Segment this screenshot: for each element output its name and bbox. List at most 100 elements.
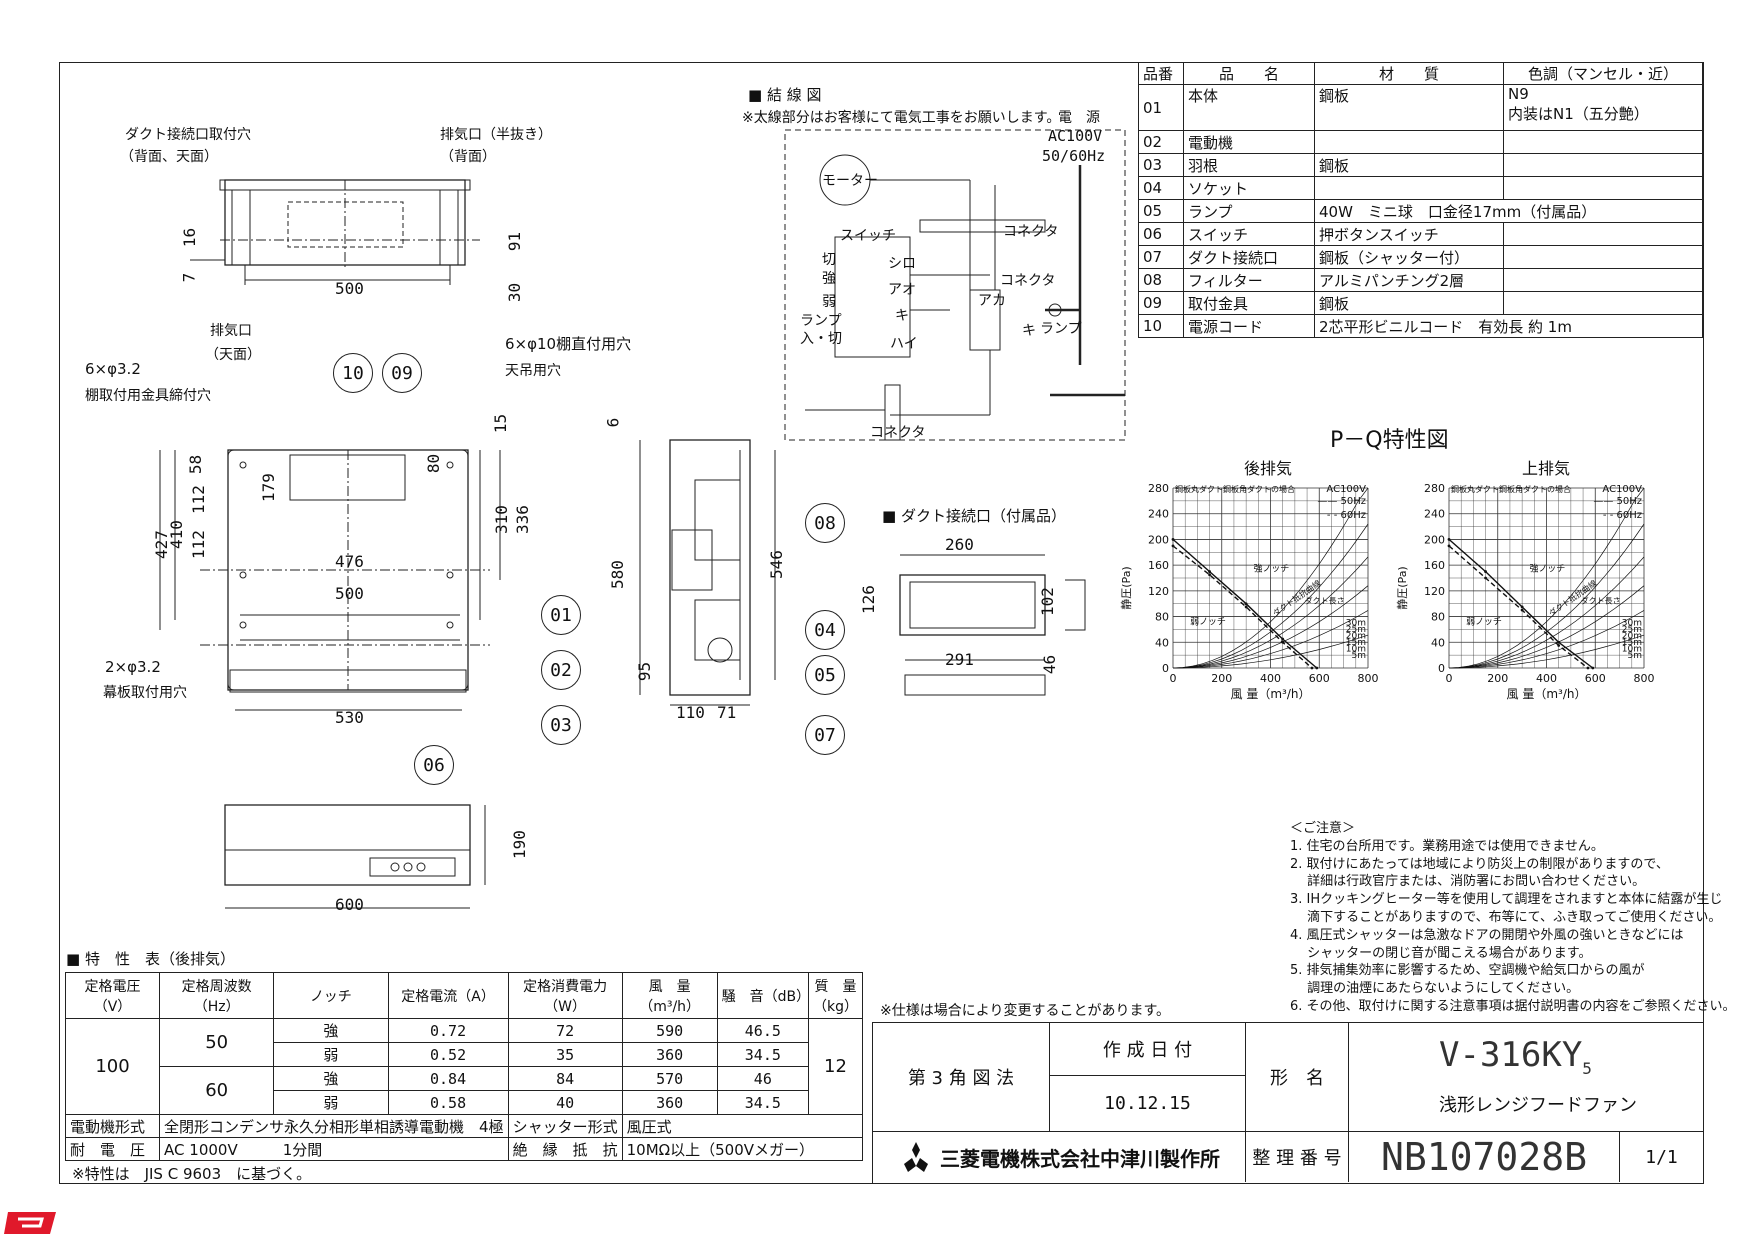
x-tick-label: 0 xyxy=(1446,672,1453,685)
notch-strong-label: 強ノッチ xyxy=(1253,563,1289,575)
y-tick-label: 0 xyxy=(1438,662,1445,675)
part-color xyxy=(1503,268,1703,292)
wiring-label-hai: ハイ xyxy=(890,336,918,352)
duct-length-label: 10m xyxy=(1346,644,1366,654)
part-no: 10 xyxy=(1138,314,1184,338)
wiring-label-onoff: 入・切 xyxy=(800,331,842,347)
wiring-connector-3: コネクタ xyxy=(870,425,926,441)
parts-header-name: 品 名 xyxy=(1183,62,1315,85)
spec-withstand-label: 耐 電 圧 xyxy=(64,1137,161,1161)
dim-291: 291 xyxy=(945,650,974,669)
legend-50hz: —— 50Hz xyxy=(1317,496,1366,507)
duct-note: 鋼板丸ダクト鋼板角ダクトの場合 xyxy=(1175,484,1295,494)
series-point xyxy=(1171,538,1175,541)
series-point xyxy=(1281,637,1285,641)
model-base: V-316KY xyxy=(1439,1035,1583,1075)
spec-header-flow: 風 量（m³/h） xyxy=(621,972,718,1019)
y-tick-label: 80 xyxy=(1155,611,1169,624)
spec-power: 72 xyxy=(507,1018,623,1043)
wiring-motor: モーター xyxy=(822,173,878,189)
model-label: 形 名 xyxy=(1246,1023,1349,1132)
part-name: 電動機 xyxy=(1183,130,1315,154)
part-color xyxy=(1503,291,1703,315)
y-tick-label: 0 xyxy=(1162,662,1169,675)
duct-length-title: ダクト長さ xyxy=(1581,596,1621,606)
duct-length-label: 25m xyxy=(1346,625,1366,635)
wiring-diagram xyxy=(784,129,1126,441)
spec-shutter-value: 風圧式 xyxy=(621,1114,864,1138)
part-no: 03 xyxy=(1138,153,1184,177)
wiring-label-shiro: シロ xyxy=(888,256,916,272)
part-name: 電源コード xyxy=(1183,314,1315,338)
part-no: 01 xyxy=(1138,84,1184,131)
dim-top-30: 30 xyxy=(505,282,525,303)
duct-length-label: 30m xyxy=(1346,619,1366,629)
duct-curve xyxy=(1448,487,1645,669)
duct-length-label: 10m xyxy=(1622,644,1642,654)
note-item: 3. IHクッキングヒーター等を使用して調理をされますと本体に結露が生じ xyxy=(1290,892,1723,908)
series-point xyxy=(1591,666,1595,670)
y-tick-label: 120 xyxy=(1148,585,1169,598)
part-no: 08 xyxy=(1138,268,1184,292)
label-exhaust-back: （背面） xyxy=(440,149,496,165)
bubble-02: 02 xyxy=(541,650,581,690)
duct-connector-title: ■ ダクト接続口（付属品） xyxy=(882,507,1066,525)
y-tick-label: 120 xyxy=(1424,585,1445,598)
duct-length-label: 5m xyxy=(1352,651,1367,661)
company-name: 三菱電機株式会社中津川製作所 xyxy=(940,1146,1220,1171)
wiring-label-lamp: ランプ xyxy=(800,313,842,329)
y-axis-label: 静圧(Pa) xyxy=(1395,566,1409,609)
doc-label: 整 理 番 号 xyxy=(1246,1132,1349,1182)
dim-336: 336 xyxy=(512,505,532,534)
series-point xyxy=(1315,666,1319,670)
duct-curve xyxy=(1172,634,1369,669)
series-point xyxy=(1447,538,1451,541)
part-name: ランプ xyxy=(1183,199,1315,223)
part-material: アルミパンチング2層 xyxy=(1314,268,1504,292)
dim-126: 126 xyxy=(858,585,878,614)
dim-58: 58 xyxy=(186,454,206,475)
wiring-connector-2: コネクタ xyxy=(1000,273,1056,289)
x-tick-label: 600 xyxy=(1585,672,1606,685)
series-point xyxy=(1484,576,1487,580)
spec-hz-60: 60 xyxy=(159,1066,275,1115)
y-tick-label: 240 xyxy=(1148,508,1169,521)
label-hole-2x32-sub: 幕板取付用穴 xyxy=(103,685,187,701)
x-tick-label: 400 xyxy=(1536,672,1557,685)
spec-power: 40 xyxy=(507,1090,623,1115)
dim-476: 476 xyxy=(335,552,364,571)
part-material: 鋼板 xyxy=(1314,84,1504,131)
duct-length-label: 20m xyxy=(1622,632,1642,642)
spec-notch: 強 xyxy=(273,1018,389,1043)
y-tick-label: 280 xyxy=(1148,482,1169,495)
part-name: 羽根 xyxy=(1183,153,1315,177)
part-name: 取付金具 xyxy=(1183,291,1315,315)
duct-connector-drawing xyxy=(899,554,1086,696)
series-point xyxy=(1208,573,1211,577)
duct-curve xyxy=(1172,585,1369,669)
dim-71: 71 xyxy=(717,703,737,722)
spec-flow: 570 xyxy=(621,1066,718,1091)
spec-notch: 弱 xyxy=(273,1042,389,1067)
top-view-drawing xyxy=(190,179,480,285)
series-point xyxy=(1520,605,1524,609)
dim-410: 410 xyxy=(166,520,186,549)
duct-curve xyxy=(1448,610,1645,669)
wiring-title: ■ 結 線 図 xyxy=(748,86,822,104)
wiring-label-jaku: 弱 xyxy=(822,294,836,310)
corner-logo-icon xyxy=(4,1212,56,1234)
spec-noise: 46.5 xyxy=(716,1018,810,1043)
series-point xyxy=(1244,602,1248,606)
y-axis-label: 静圧(Pa) xyxy=(1119,566,1133,609)
notes-block: ＜ご注意＞ 1. 住宅の台所用です。業務用途では使用できません。 2. 取付けに… xyxy=(1290,820,1736,1016)
wiring-power-freq: 50/60Hz xyxy=(1042,147,1106,165)
bubble-04: 04 xyxy=(805,610,845,650)
x-tick-label: 200 xyxy=(1487,672,1508,685)
part-no: 04 xyxy=(1138,176,1184,200)
dim-600: 600 xyxy=(335,895,364,914)
date-label: 作 成 日 付 xyxy=(1050,1023,1246,1076)
dim-6: 6 xyxy=(603,417,623,428)
mitsubishi-logo-icon xyxy=(904,1142,928,1172)
spec-hz-50: 50 xyxy=(159,1018,275,1067)
